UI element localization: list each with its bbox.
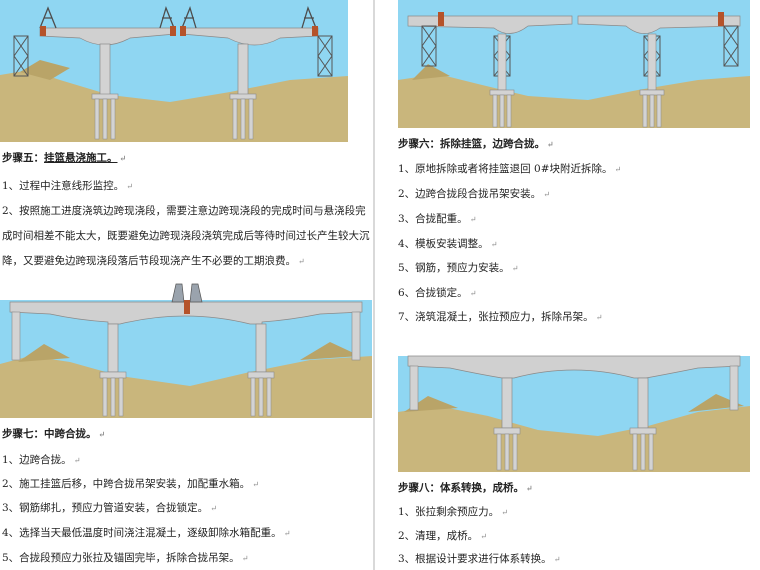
page-divider xyxy=(373,0,375,570)
deck-right xyxy=(181,27,319,46)
paragraph-mark-icon: ↵ xyxy=(241,554,249,563)
paragraph-mark-icon: ↵ xyxy=(490,240,498,249)
step8-item-1: 1、张拉剩余预应力。↵ xyxy=(398,506,508,518)
hill xyxy=(20,60,70,80)
paragraph-mark-icon: ↵ xyxy=(119,153,127,163)
hill-right xyxy=(300,342,360,360)
paragraph-mark-icon: ↵ xyxy=(595,313,603,322)
step6-title: 步骤六：拆除挂篮，边跨合拢。↵ xyxy=(398,138,554,150)
step6-item-5: 5、钢筋，预应力安装。↵ xyxy=(398,262,519,274)
ground xyxy=(398,406,750,472)
step7-item-1: 1、边跨合拢。↵ xyxy=(2,454,81,466)
step8-item-2: 2、清理，成桥。↵ xyxy=(398,530,487,542)
paragraph-mark-icon: ↵ xyxy=(614,165,622,174)
paragraph-mark-icon: ↵ xyxy=(283,529,291,538)
paragraph-mark-icon: ↵ xyxy=(210,504,217,513)
hill xyxy=(18,344,70,362)
left-page: 步骤五：挂篮悬浇施工。↵ 1、过程中注意线形监控。↵ 2、按照施工进度浇筑边跨现… xyxy=(0,0,372,570)
step5-title-prefix: 步骤五： xyxy=(2,152,44,164)
step7-item-3: 3、钢筋绑扎，预应力管道安装，合拢锁定。↵ xyxy=(2,502,217,514)
paragraph-mark-icon: ↵ xyxy=(543,190,550,199)
paragraph-mark-icon: ↵ xyxy=(480,532,487,541)
pier-left xyxy=(107,323,119,373)
step5-diagram xyxy=(0,0,348,142)
ground xyxy=(398,74,750,128)
right-page: 步骤六：拆除挂篮，边跨合拢。↵ 1、原地拆除或者将挂篮退回 0#块附近拆除。↵ … xyxy=(388,0,760,570)
pier-right xyxy=(255,323,267,373)
ground xyxy=(0,70,348,142)
step6-item-6: 6、合拢锁定。↵ xyxy=(398,287,477,299)
step7-title: 步骤七：中跨合拢。↵ xyxy=(2,428,106,440)
paragraph-mark-icon: ↵ xyxy=(511,264,519,273)
step5-bridge-svg xyxy=(0,0,348,142)
step6-item-2: 2、边跨合拢段合拢吊架安装。↵ xyxy=(398,188,550,200)
step6-item-1: 1、原地拆除或者将挂篮退回 0#块附近拆除。↵ xyxy=(398,163,622,175)
paragraph-mark-icon: ↵ xyxy=(98,429,106,439)
step7-item-4: 4、选择当天最低温度时间浇注混凝土，逐级卸除水箱配重。↵ xyxy=(2,527,291,539)
step8-bridge-svg xyxy=(398,350,750,472)
paragraph-mark-icon: ↵ xyxy=(553,555,561,564)
deck-left xyxy=(407,15,573,34)
pier-left xyxy=(501,377,513,429)
paragraph-mark-icon: ↵ xyxy=(526,483,533,493)
step8-diagram xyxy=(398,350,750,472)
deck xyxy=(407,355,741,379)
paragraph-mark-icon: ↵ xyxy=(126,182,133,191)
step6-diagram xyxy=(398,0,750,128)
step8-item-3: 3、根据设计要求进行体系转换。↵ xyxy=(398,553,561,565)
hill xyxy=(412,64,450,80)
step6-bridge-svg xyxy=(398,0,750,128)
step5-title: 步骤五：挂篮悬浇施工。↵ xyxy=(2,152,126,166)
paragraph-mark-icon: ↵ xyxy=(298,257,305,266)
step5-item-2: 2、按照施工进度浇筑边跨现浇段，需要注意边跨现浇段的完成时间与悬浇段完成时间相差… xyxy=(2,205,370,267)
step6-item-3: 3、合拢配重。↵ xyxy=(398,213,477,225)
paragraph-mark-icon: ↵ xyxy=(469,289,477,298)
step8-title: 步骤八：体系转换，成桥。↵ xyxy=(398,482,533,494)
ground xyxy=(0,356,372,418)
step5-item-1: 1、过程中注意线形监控。↵ xyxy=(2,180,133,192)
deck-right xyxy=(577,15,741,34)
step7-item-5: 5、合拢段预应力张拉及锚固完毕，拆除合拢吊架。↵ xyxy=(2,552,249,564)
paragraph-mark-icon: ↵ xyxy=(501,508,508,517)
pier-right xyxy=(637,377,649,429)
pier-left xyxy=(99,43,111,97)
step6-item-4: 4、模板安装调整。↵ xyxy=(398,238,498,250)
step7-item-2: 2、施工挂篮后移，中跨合拢吊架安装，加配重水箱。↵ xyxy=(2,478,259,490)
step5-title-main: 挂篮悬浇施工。 xyxy=(44,152,118,164)
paragraph-mark-icon: ↵ xyxy=(73,456,81,465)
step7-diagram xyxy=(0,278,372,418)
step6-item-7: 7、浇筑混凝土，张拉预应力，拆除吊架。↵ xyxy=(398,311,603,323)
paragraph-mark-icon: ↵ xyxy=(469,215,477,224)
pier-right xyxy=(237,43,249,97)
paragraph-mark-icon: ↵ xyxy=(252,480,259,489)
step7-bridge-svg xyxy=(0,278,372,418)
paragraph-mark-icon: ↵ xyxy=(547,139,554,149)
